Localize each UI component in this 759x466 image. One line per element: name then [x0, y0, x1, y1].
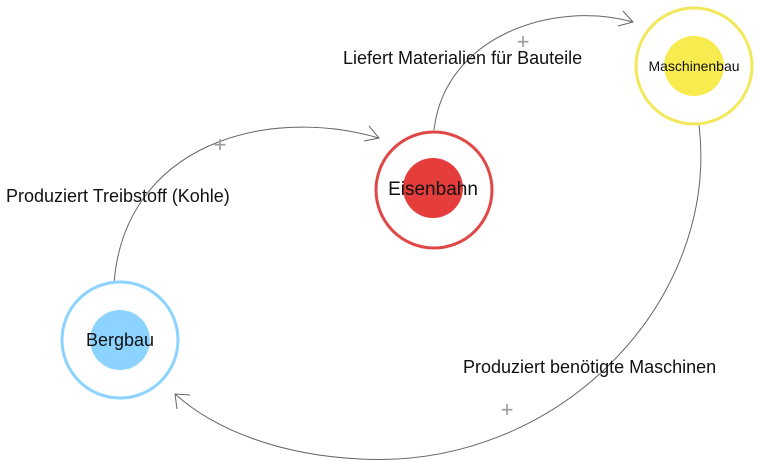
arrowhead-icon: [363, 125, 380, 142]
node-maschinenbau[interactable]: Maschinenbau: [634, 6, 754, 126]
edge-line: [113, 126, 380, 284]
edge-bergbau-to-eisenbahn[interactable]: [113, 125, 380, 284]
node-core: [90, 310, 150, 370]
node-eisenbahn[interactable]: Eisenbahn: [374, 130, 494, 250]
node-core: [403, 158, 463, 218]
node-core: [664, 36, 724, 96]
edge-label-bergbau-to-eisenbahn: Produziert Treibstoff (Kohle): [6, 186, 230, 206]
edge-label-maschinenbau-to-bergbau: Produziert benötigte Maschinen: [463, 357, 716, 377]
node-label: Eisenbahn: [388, 179, 478, 200]
edge-line: [174, 124, 702, 460]
polarity-plus-maschinenbau-to-bergbau: +: [501, 397, 514, 422]
arrowhead-icon: [174, 393, 191, 410]
edge-eisenbahn-to-maschinenbau[interactable]: [433, 10, 634, 131]
node-label: Bergbau: [86, 330, 154, 350]
arrowhead-icon: [617, 10, 634, 27]
polarity-plus-eisenbahn-to-maschinenbau: +: [517, 29, 530, 54]
edge-maschinenbau-to-bergbau[interactable]: [174, 124, 702, 460]
edge-line: [433, 15, 634, 131]
node-label: Maschinenbau: [648, 58, 739, 74]
polarity-plus-bergbau-to-eisenbahn: +: [214, 132, 227, 157]
edge-label-eisenbahn-to-maschinenbau: Liefert Materialien für Bauteile: [343, 48, 582, 68]
node-bergbau[interactable]: Bergbau: [60, 280, 180, 400]
